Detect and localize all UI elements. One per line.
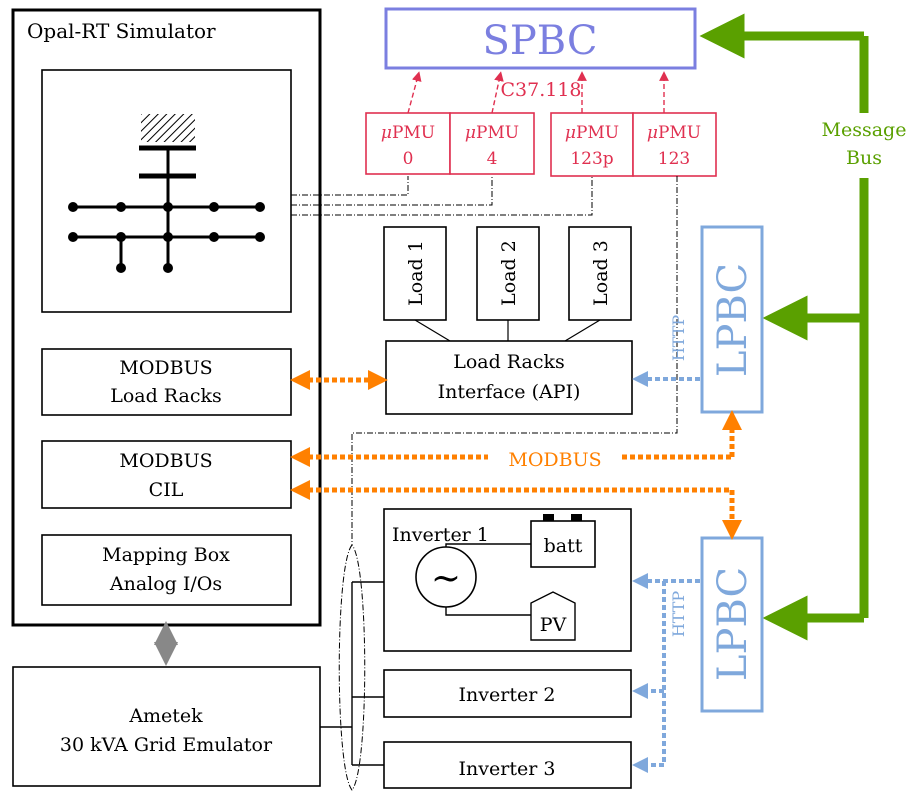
modbus-cil-line1: MODBUS [119,450,212,472]
ac-bus [320,581,384,766]
modbus-links [290,370,742,540]
grid-model-icon [68,114,265,273]
ac-source-icon [415,546,477,608]
ac-source-symbol: ~ [431,558,461,599]
inverter-2-box [383,669,632,718]
svg-text:4: 4 [487,149,498,169]
lpbc-top-http: HTTP [669,315,688,362]
battery-terminal-icon [543,514,554,521]
mapping-box [41,534,292,606]
modbus-load-racks-line1: MODBUS [119,357,212,379]
lpbc-bottom-label: LPBC [710,567,756,681]
spbc-box [384,7,697,70]
c37-links [407,71,669,114]
pmu-123: μPMU 123 [632,112,717,177]
modbus-load-racks-line2: Load Racks [110,385,222,407]
inverter-1-wiring [445,543,531,616]
modbus-cil-line2: CIL [149,479,184,501]
modbus-load-racks-box [41,348,292,416]
modbus-label: MODBUS [508,449,601,471]
svg-text:μPMU: μPMU [647,123,701,143]
lpbc-bottom-http: HTTP [669,591,688,638]
ametek-line1: Ametek [128,705,203,727]
mapping-box-line1: Mapping Box [102,544,230,566]
mapping-box-line2: Analog I/Os [109,573,222,595]
svg-text:0: 0 [403,149,414,169]
lpbc-top-box [700,225,764,414]
svg-text:Load 3: Load 3 [590,240,612,306]
pv-house-icon [530,591,576,641]
svg-text:μPMU: μPMU [565,123,619,143]
load-1: Load 1 [383,226,447,321]
modbus-cil-box [41,440,292,509]
pv-label: PV [540,614,567,636]
inverter-2-label: Inverter 2 [459,684,556,706]
load-racks-api-line2: Interface (API) [438,381,581,403]
load-3: Load 3 [568,226,632,321]
message-bus [699,13,869,641]
ametek-line2: 30 kVA Grid Emulator [60,734,273,756]
svg-text:123p: 123p [570,149,613,169]
pmu-0: μPMU 0 [365,112,451,175]
svg-text:Load 2: Load 2 [498,240,520,306]
inverter-3-box [383,741,632,789]
inverter-3-label: Inverter 3 [459,758,556,780]
message-bus-line2: Bus [846,147,882,169]
inverter-1-label: Inverter 1 [392,524,489,546]
battery-label: batt [544,535,583,557]
message-bus-line1: Message [822,119,907,141]
svg-text:123: 123 [658,149,690,169]
spbc-label: SPBC [482,18,597,64]
svg-text:μPMU: μPMU [465,123,519,143]
pmu-123p: μPMU 123p [550,112,634,177]
ametek-box [12,666,321,787]
battery-box [530,520,596,568]
http-links-bottom [632,573,700,773]
load-racks-api-line1: Load Racks [453,351,565,373]
svg-text:μPMU: μPMU [381,123,435,143]
load-2: Load 2 [476,226,540,321]
lpbc-top-label: LPBC [710,263,756,377]
battery-terminal-icon [571,514,582,521]
opal-rt-title: Opal-RT Simulator [27,19,216,43]
pmu-4: μPMU 4 [449,112,535,175]
svg-text:Load 1: Load 1 [405,240,427,306]
c37-label: C37.118 [500,79,581,101]
